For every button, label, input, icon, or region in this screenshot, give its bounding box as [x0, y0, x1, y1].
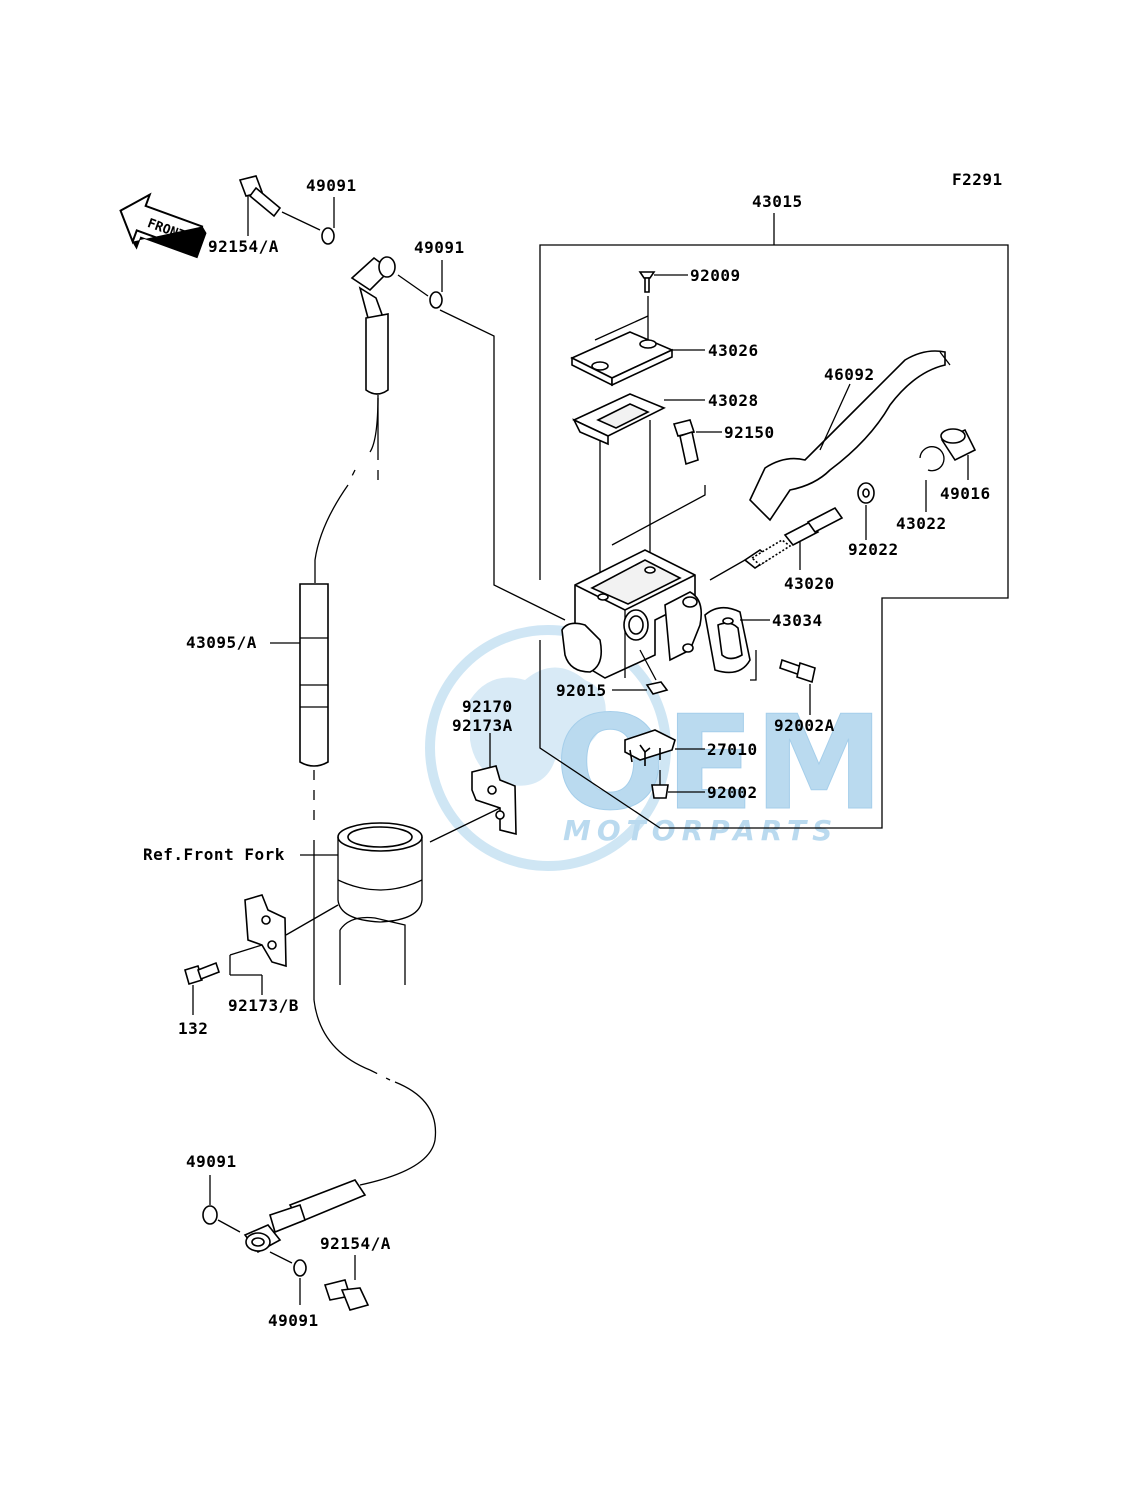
label-132: 132 — [178, 1019, 208, 1038]
bolt-92002A — [779, 658, 816, 715]
label-49091-bottom-1: 49091 — [186, 1152, 237, 1171]
switch-27010 — [624, 729, 705, 766]
boot-49016 — [940, 428, 977, 480]
banjo-bolt-bottom — [323, 1255, 370, 1311]
diaphragm-43028 — [572, 393, 705, 580]
label-27010: 27010 — [707, 740, 758, 759]
bolt-92150 — [611, 419, 722, 546]
screw-92002 — [651, 770, 705, 799]
label-46092: 46092 — [824, 365, 875, 384]
label-49016: 49016 — [940, 484, 991, 503]
label-43028: 43028 — [708, 391, 759, 410]
cap-43026 — [570, 296, 705, 387]
front-arrow: FRONT — [119, 192, 207, 259]
label-43022: 43022 — [896, 514, 947, 533]
screw-92009 — [638, 271, 688, 293]
label-49091-bottom-2: 49091 — [268, 1311, 319, 1330]
label-92009: 92009 — [690, 266, 741, 285]
circlip-43022 — [919, 446, 945, 512]
label-43020: 43020 — [784, 574, 835, 593]
label-92015: 92015 — [556, 681, 607, 700]
hose-lower — [269, 999, 437, 1234]
piston-43020 — [709, 506, 844, 581]
label-92170: 92170 — [462, 697, 513, 716]
label-92150: 92150 — [724, 423, 775, 442]
lever-46092 — [749, 350, 951, 522]
clamp-92170 — [429, 733, 517, 843]
washer-top-1 — [321, 197, 335, 245]
label-ref-front-fork: Ref.Front Fork — [143, 845, 285, 864]
label-92173A: 92173A — [452, 716, 513, 735]
label-92022: 92022 — [848, 540, 899, 559]
label-49091-top-2: 49091 — [414, 238, 465, 257]
nut-92015 — [612, 649, 669, 695]
label-92154A-top: 92154/A — [208, 237, 279, 256]
watermark-logo: OEM MOTORPARTS — [425, 625, 884, 871]
washer-top-2 — [429, 260, 566, 621]
diagram-code: F2291 — [952, 170, 1003, 189]
label-43015: 43015 — [752, 192, 803, 211]
washer-bottom-1 — [202, 1175, 241, 1233]
washer-92022 — [857, 482, 875, 540]
banjo-fitting-top — [350, 256, 429, 321]
front-fork — [300, 822, 423, 985]
label-43026: 43026 — [708, 341, 759, 360]
banjo-bolt-top — [238, 175, 321, 236]
washer-bottom-2 — [269, 1251, 307, 1305]
hose-upper — [270, 313, 389, 1000]
banjo-fitting-bottom — [243, 1224, 282, 1254]
watermark-sub-text: MOTORPARTS — [563, 814, 838, 847]
label-49091-top-1: 49091 — [306, 176, 357, 195]
label-92173B: 92173/B — [228, 996, 299, 1015]
clamp-43034 — [704, 606, 770, 681]
watermark-logo-text: OEM — [555, 687, 884, 839]
master-cylinder-body — [561, 549, 703, 679]
label-92002: 92002 — [707, 783, 758, 802]
assembly-outline — [539, 244, 1009, 829]
label-92154A-bottom: 92154/A — [320, 1234, 391, 1253]
bolt-132 — [184, 961, 220, 1015]
label-43095A: 43095/A — [186, 633, 257, 652]
label-43034: 43034 — [772, 611, 823, 630]
label-92002A: 92002A — [774, 716, 835, 735]
bracket-92173B — [229, 894, 339, 995]
